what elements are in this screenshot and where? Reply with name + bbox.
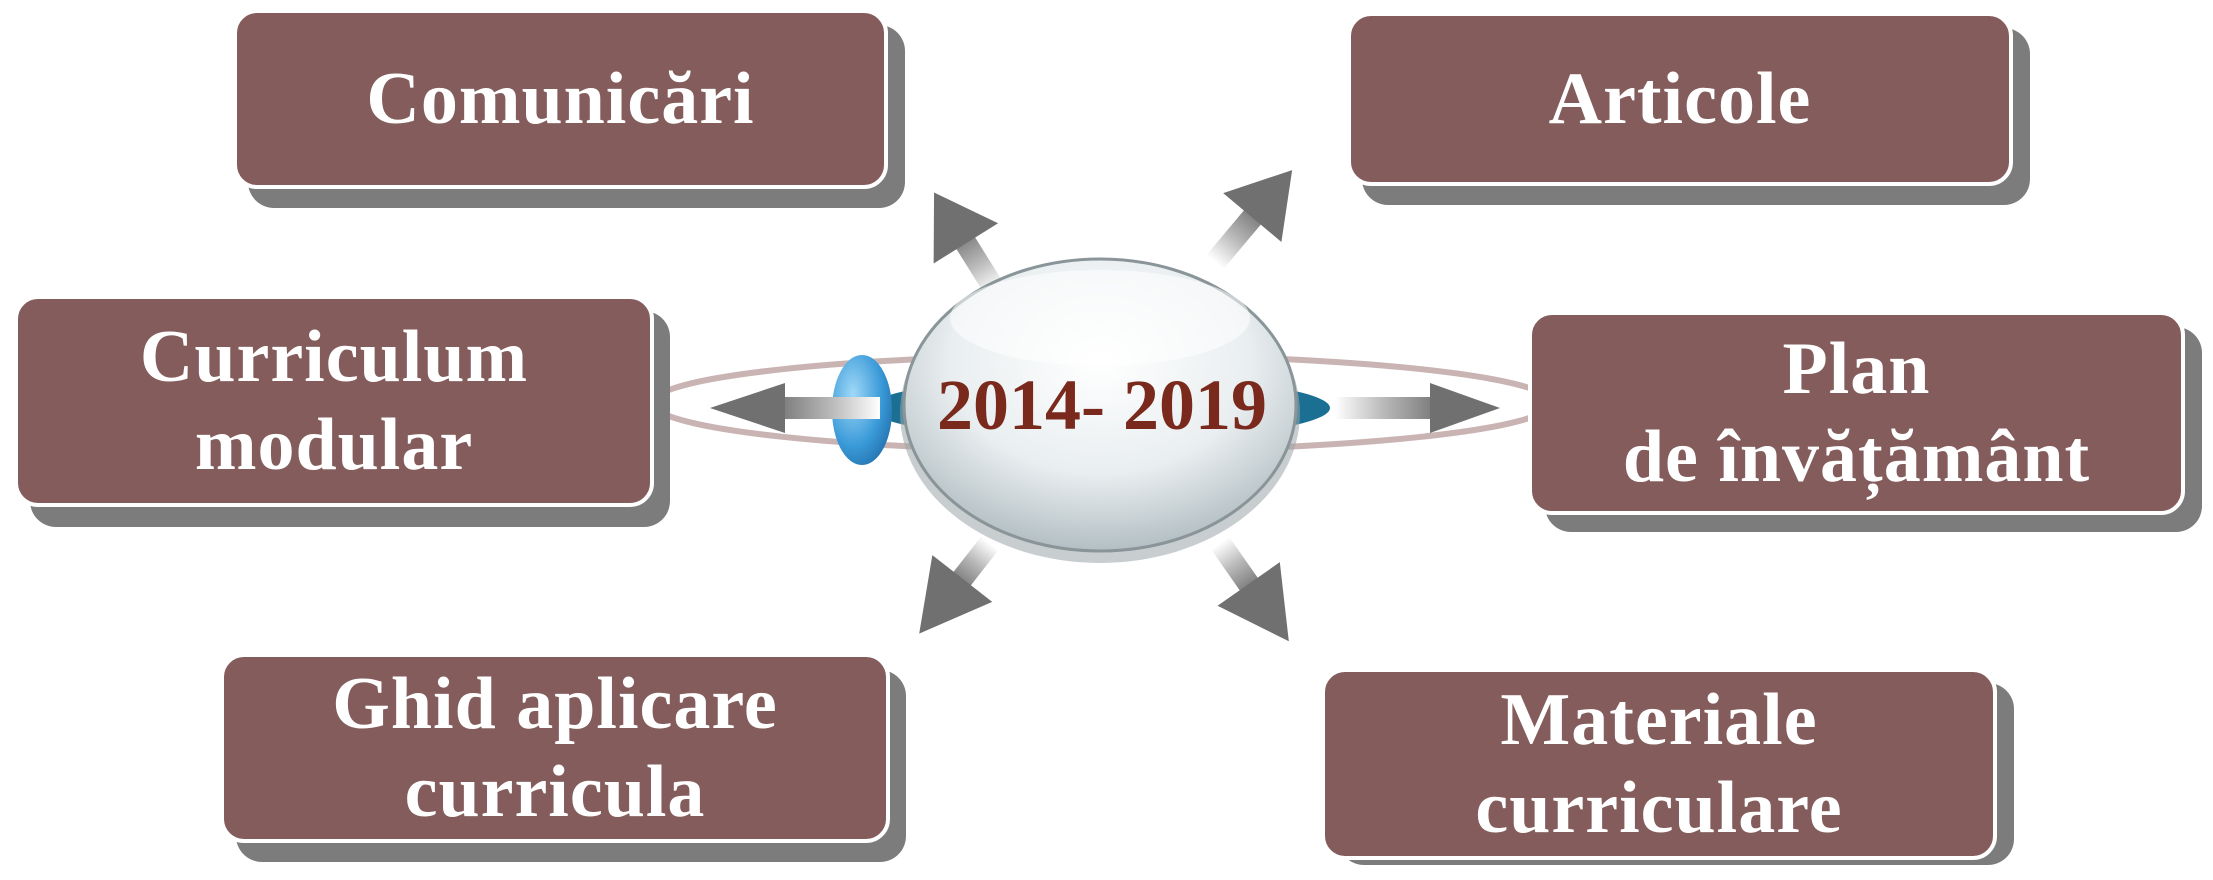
node-comunicari-label: Comunicări [366, 58, 755, 140]
node-articole-label: Articole [1548, 58, 1812, 140]
node-comunicari[interactable]: Comunicări [233, 9, 888, 189]
node-curriculum-label: Curriculum modular [139, 316, 529, 486]
node-materiale[interactable]: Materiale curriculare [1321, 668, 1997, 860]
node-plan-label: Plan de învățământ [1622, 328, 2091, 498]
arrow-to-materiale [1210, 536, 1289, 642]
center-period-label: 2014- 2019 [937, 365, 1267, 445]
node-plan[interactable]: Plan de învățământ [1528, 311, 2185, 515]
arrow-to-ghid [919, 536, 999, 634]
node-curriculum[interactable]: Curriculum modular [14, 295, 654, 507]
node-ghid[interactable]: Ghid aplicare curricula [220, 653, 890, 843]
arrow-to-curriculum [710, 383, 880, 433]
arrow-to-comunicari [933, 192, 1005, 296]
node-articole[interactable]: Articole [1347, 12, 2013, 186]
arrow-to-plan [1335, 383, 1500, 433]
node-ghid-label: Ghid aplicare curricula [332, 663, 778, 833]
arrow-to-articole [1206, 170, 1293, 270]
node-materiale-label: Materiale curriculare [1475, 679, 1843, 849]
center-bubble-highlight [950, 270, 1250, 366]
